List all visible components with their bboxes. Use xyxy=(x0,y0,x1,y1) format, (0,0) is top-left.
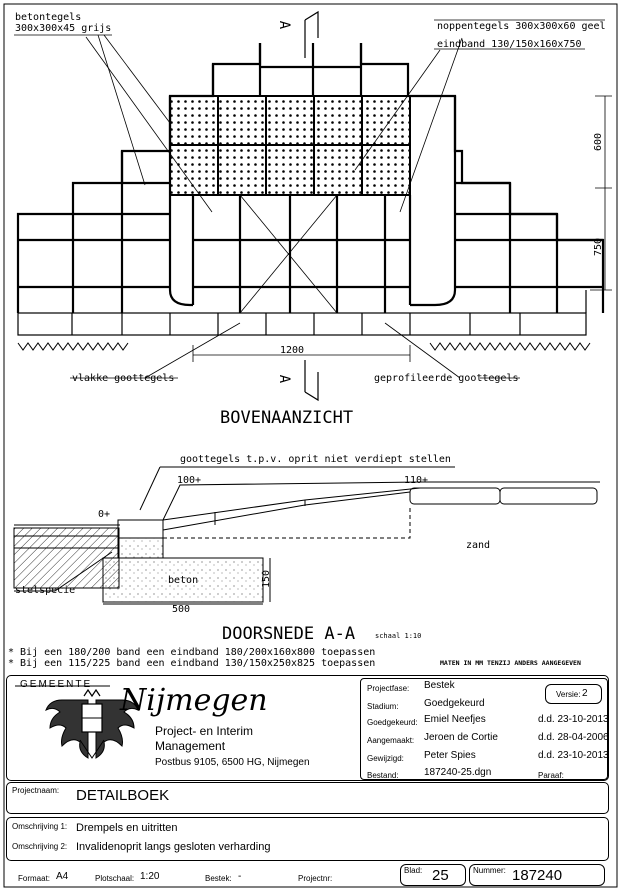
level-0: 0+ xyxy=(98,509,111,520)
titleblock-meta-box xyxy=(360,678,608,780)
dim-600: 600 xyxy=(593,132,605,152)
label-maten: MATEN IN MM TENZIJ ANDERS AANGEGEVEN xyxy=(440,659,581,667)
label-zand: zand xyxy=(466,540,491,551)
blad-value: 25 xyxy=(432,867,449,884)
projectnaam-label: Projectnaam: xyxy=(12,786,60,795)
label-vlakke-goottegels: vlakke goottegels xyxy=(72,373,175,384)
bestand-value: 187240-25.dgn xyxy=(424,767,492,778)
titleblock-header-box xyxy=(6,675,609,781)
label-stelspecie: stelspecie xyxy=(15,585,76,596)
formaat-label: Formaat: xyxy=(18,874,51,883)
label-noppentegels: noppentegels 300x300x60 geel xyxy=(437,21,606,32)
dim-500: 500 xyxy=(172,604,191,615)
note-2: * Bij een 115/225 band een eindband 130/… xyxy=(8,658,376,669)
dim-1200: 1200 xyxy=(280,345,305,356)
versie-value: 2 xyxy=(582,688,588,699)
label-betontegels: betontegels xyxy=(15,12,82,23)
title-bovenaanzicht: BOVENAANZICHT xyxy=(220,408,354,428)
gewijzigd-value: Peter Spies xyxy=(424,750,476,761)
label-schaal: schaal 1:10 xyxy=(375,632,422,640)
city-name: Nijmegen xyxy=(120,683,268,718)
plotschaal-label: Plotschaal: xyxy=(95,874,135,883)
note-1: * Bij een 180/200 band een eindband 180/… xyxy=(8,647,376,658)
nummer-value: 187240 xyxy=(512,867,563,884)
stadium-label: Stadium: xyxy=(367,702,399,711)
level-110: 110+ xyxy=(404,475,429,486)
gewijzigd-date: d.d. 23-10-2013 xyxy=(538,750,609,761)
city-crest xyxy=(45,688,139,759)
blad-label: Blad: xyxy=(404,866,423,875)
bestek-label: Bestek: xyxy=(205,874,232,883)
dim-150: 150 xyxy=(261,569,273,589)
title-doorsnede: DOORSNEDE A-A xyxy=(222,624,356,644)
versie-box xyxy=(545,684,602,704)
address: Postbus 9105, 6500 HG, Nijmegen xyxy=(155,757,310,768)
bestand-label: Bestand: xyxy=(367,771,399,780)
formaat-value: A4 xyxy=(56,871,69,882)
department-line-1: Project- en Interim xyxy=(155,724,254,738)
aangemaakt-value: Jeroen de Cortie xyxy=(424,732,498,743)
gewijzigd-label: Gewijzigd: xyxy=(367,754,404,763)
stadium-value: Goedgekeurd xyxy=(424,698,485,709)
dim-750: 750 xyxy=(593,237,605,257)
nummer-box xyxy=(469,864,605,886)
omschrijving2-value: Invalidenoprit langs gesloten verharding xyxy=(76,841,271,853)
gemeente-label: GEMEENTE xyxy=(20,679,93,690)
projectfase-label: Projectfase: xyxy=(367,684,410,693)
goedgekeurd-date: d.d. 23-10-2013 xyxy=(538,714,609,725)
goedgekeurd-value: Emiel Neefjes xyxy=(424,714,486,725)
aangemaakt-label: Aangemaakt: xyxy=(367,736,415,745)
omschrijving1-label: Omschrijving 1: xyxy=(12,822,68,831)
label-betontegels-size: 300x300x45 grijs xyxy=(15,23,112,34)
blad-box xyxy=(400,864,466,886)
omschrijving-box xyxy=(6,817,609,861)
omschrijving1-value: Drempels en uitritten xyxy=(76,822,178,834)
section-mark-top: A xyxy=(276,20,293,30)
plotschaal-value: 1:20 xyxy=(140,871,160,882)
nummer-label: Nummer: xyxy=(473,866,506,875)
label-goottegels-note: goottegels t.p.v. oprit niet verdiept st… xyxy=(180,454,451,465)
paraaf-label: Paraaf: xyxy=(538,771,564,780)
bestek-value: - xyxy=(238,871,242,882)
label-eindband: eindband 130/150x160x750 xyxy=(437,39,582,50)
department-line-2: Management xyxy=(155,739,226,753)
section-mark-bottom: A xyxy=(276,374,293,384)
level-100: 100+ xyxy=(177,475,202,486)
projectnaam-box xyxy=(6,782,609,814)
versie-label: Versie: xyxy=(556,690,581,699)
projectnaam-value: DETAILBOEK xyxy=(76,787,170,804)
label-geprofileerde-goottegels: geprofileerde goottegels xyxy=(374,373,519,384)
projectnr-label: Projectnr: xyxy=(298,874,333,883)
aangemaakt-date: d.d. 28-04-2006 xyxy=(538,732,609,743)
label-beton: beton xyxy=(168,575,199,586)
projectfase-value: Bestek xyxy=(424,680,455,691)
omschrijving2-label: Omschrijving 2: xyxy=(12,842,68,851)
goedgekeurd-label: Goedgekeurd: xyxy=(367,718,418,727)
